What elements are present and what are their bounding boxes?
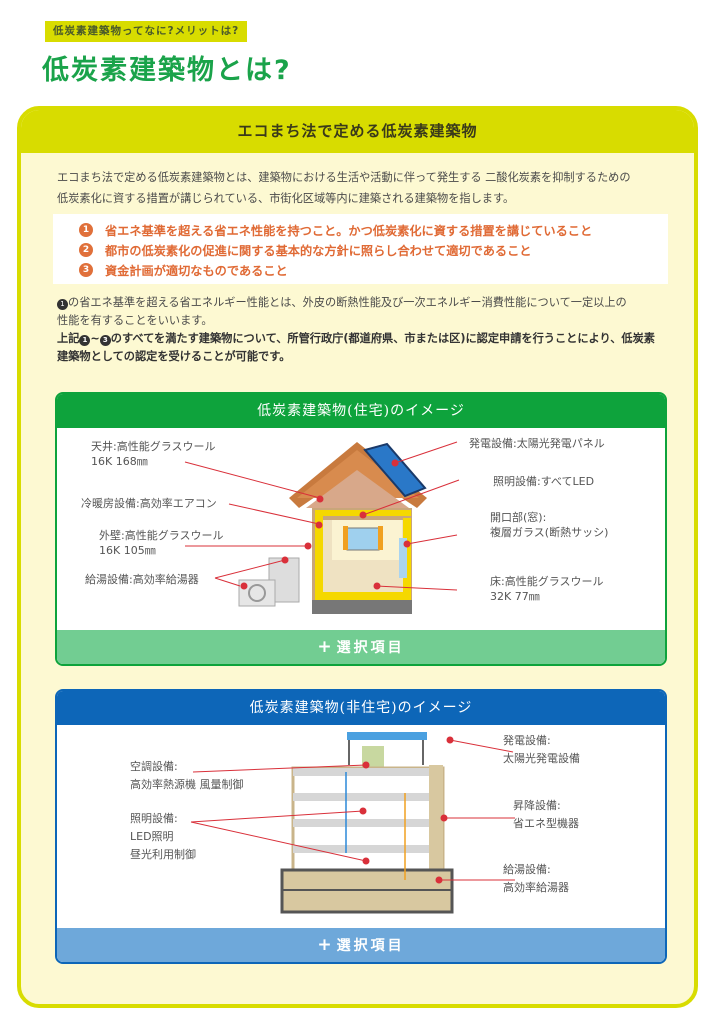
label-text: 空調設備: bbox=[130, 760, 178, 773]
intro-line: 低炭素化に資する措置が講じられている、市街化区域等内に建築される建築物を指します… bbox=[57, 192, 515, 205]
label-text: 開口部(窓): bbox=[490, 511, 547, 524]
residential-diagram: 天井:高性能グラスウール 16K 168㎜ 冷暖房設備:高効率エアコン 外壁:高… bbox=[57, 428, 665, 629]
label-text: 給湯設備: bbox=[503, 863, 551, 876]
main-heading: エコまち法で定める低炭素建築物 bbox=[21, 110, 694, 153]
note-text: ~ bbox=[90, 332, 100, 345]
label-text: 昇降設備: bbox=[513, 799, 561, 812]
criteria-list: 1 省エネ基準を超える省エネ性能を持つこと。かつ低炭素化に資する措置を講じている… bbox=[53, 214, 668, 284]
label-text: 太陽光発電設備 bbox=[503, 752, 580, 765]
intro-text: エコまち法で定める低炭素建築物とは、建築物における生活や活動に伴って発生する 二… bbox=[57, 167, 677, 209]
criteria-text: 都市の低炭素化の促進に関する基本的な方針に照らし合わせて適切であること bbox=[105, 244, 532, 258]
label-lighting: 照明設備:すべてLED bbox=[493, 475, 595, 488]
section-tag: 低炭素建築物ってなに?メリットは? bbox=[45, 21, 248, 42]
label-text: 照明設備: bbox=[130, 812, 178, 825]
label-water-heater: 給湯設備:高効率給湯器 bbox=[85, 573, 199, 586]
main-panel: エコまち法で定める低炭素建築物 エコまち法で定める低炭素建築物とは、建築物におけ… bbox=[17, 106, 698, 1008]
label-text: 天井:高性能グラスウール bbox=[91, 440, 216, 453]
label-text: 16K 168㎜ bbox=[91, 455, 148, 468]
criteria-item: 3 資金計画が適切なものであること bbox=[79, 260, 668, 280]
label-solar: 発電設備:太陽光発電パネル bbox=[469, 437, 605, 450]
label-ceiling: 天井:高性能グラスウール 16K 168㎜ bbox=[91, 439, 216, 469]
label-text: 複層ガラス(断熱サッシ) bbox=[490, 526, 609, 539]
label-wall: 外壁:高性能グラスウール 16K 105㎜ bbox=[99, 528, 224, 558]
criteria-text: 省エネ基準を超える省エネ性能を持つこと。かつ低炭素化に資する措置を講じていること bbox=[105, 224, 593, 238]
label-text: 32K 77㎜ bbox=[490, 590, 540, 603]
non-residential-diagram: 空調設備: 高効率熱源機 風量制御 照明設備: LED照明 昼光利用制御 発電設… bbox=[57, 725, 665, 926]
residential-heading: 低炭素建築物(住宅)のイメージ bbox=[57, 394, 665, 428]
note-text: のすべてを満たす建築物について、所管行政庁(都道府県、市または区)に認定申請を行… bbox=[110, 332, 655, 345]
label-text: 16K 105㎜ bbox=[99, 544, 156, 557]
number-badge: 1 bbox=[57, 299, 68, 310]
non-residential-panel: 低炭素建築物(非住宅)のイメージ bbox=[55, 689, 667, 964]
label-hvac: 空調設備: 高効率熱源機 風量制御 bbox=[130, 758, 244, 794]
number-badge: 3 bbox=[79, 263, 93, 277]
label-text: 床:高性能グラスウール bbox=[490, 575, 604, 588]
options-label: 選択項目 bbox=[336, 640, 405, 656]
label-water-heater: 給湯設備: 高効率給湯器 bbox=[503, 861, 569, 897]
number-badge: 3 bbox=[99, 335, 111, 346]
label-floor: 床:高性能グラスウール 32K 77㎜ bbox=[490, 574, 604, 604]
label-text: 高効率熱源機 風量制御 bbox=[130, 778, 244, 791]
note-text: 性能を有することをいいます。 bbox=[57, 314, 213, 327]
non-residential-options-button[interactable]: +選択項目 bbox=[57, 928, 665, 962]
note-text: 建築物としての認定を受けることが可能です。 bbox=[57, 350, 291, 363]
label-aircon: 冷暖房設備:高効率エアコン bbox=[81, 497, 217, 510]
note-text: 上記 bbox=[57, 332, 80, 345]
plus-icon: + bbox=[317, 935, 335, 955]
page-title: 低炭素建築物とは? bbox=[42, 55, 292, 86]
criteria-item: 1 省エネ基準を超える省エネ性能を持つこと。かつ低炭素化に資する措置を講じている… bbox=[79, 220, 668, 240]
criteria-item: 2 都市の低炭素化の促進に関する基本的な方針に照らし合わせて適切であること bbox=[79, 240, 668, 260]
building-illustration bbox=[190, 732, 515, 914]
label-elevator: 昇降設備: 省エネ型機器 bbox=[513, 797, 579, 833]
number-badge: 1 bbox=[79, 223, 93, 237]
label-text: 外壁:高性能グラスウール bbox=[99, 529, 224, 542]
intro-line: エコまち法で定める低炭素建築物とは、建築物における生活や活動に伴って発生する 二… bbox=[57, 171, 631, 184]
label-text: 昼光利用制御 bbox=[130, 848, 196, 861]
residential-options-button[interactable]: +選択項目 bbox=[57, 630, 665, 664]
house-illustration bbox=[184, 441, 460, 614]
label-text: 省エネ型機器 bbox=[513, 817, 579, 830]
label-text: 発電設備: bbox=[503, 734, 551, 747]
criteria-text: 資金計画が適切なものであること bbox=[105, 264, 288, 278]
label-lighting: 照明設備: LED照明 昼光利用制御 bbox=[130, 810, 196, 864]
note-text: の省エネ基準を超える省エネルギー性能とは、外皮の断熱性能及び一次エネルギー消費性… bbox=[68, 296, 627, 309]
non-residential-heading: 低炭素建築物(非住宅)のイメージ bbox=[57, 691, 665, 725]
options-label: 選択項目 bbox=[336, 938, 405, 954]
label-text: 高効率給湯器 bbox=[503, 881, 569, 894]
label-window: 開口部(窓): 複層ガラス(断熱サッシ) bbox=[490, 510, 608, 540]
residential-panel: 低炭素建築物(住宅)のイメージ bbox=[55, 392, 667, 666]
plus-icon: + bbox=[317, 637, 335, 657]
label-solar: 発電設備: 太陽光発電設備 bbox=[503, 732, 580, 768]
label-text: LED照明 bbox=[130, 830, 174, 843]
number-badge: 1 bbox=[79, 335, 91, 346]
number-badge: 2 bbox=[79, 243, 93, 257]
